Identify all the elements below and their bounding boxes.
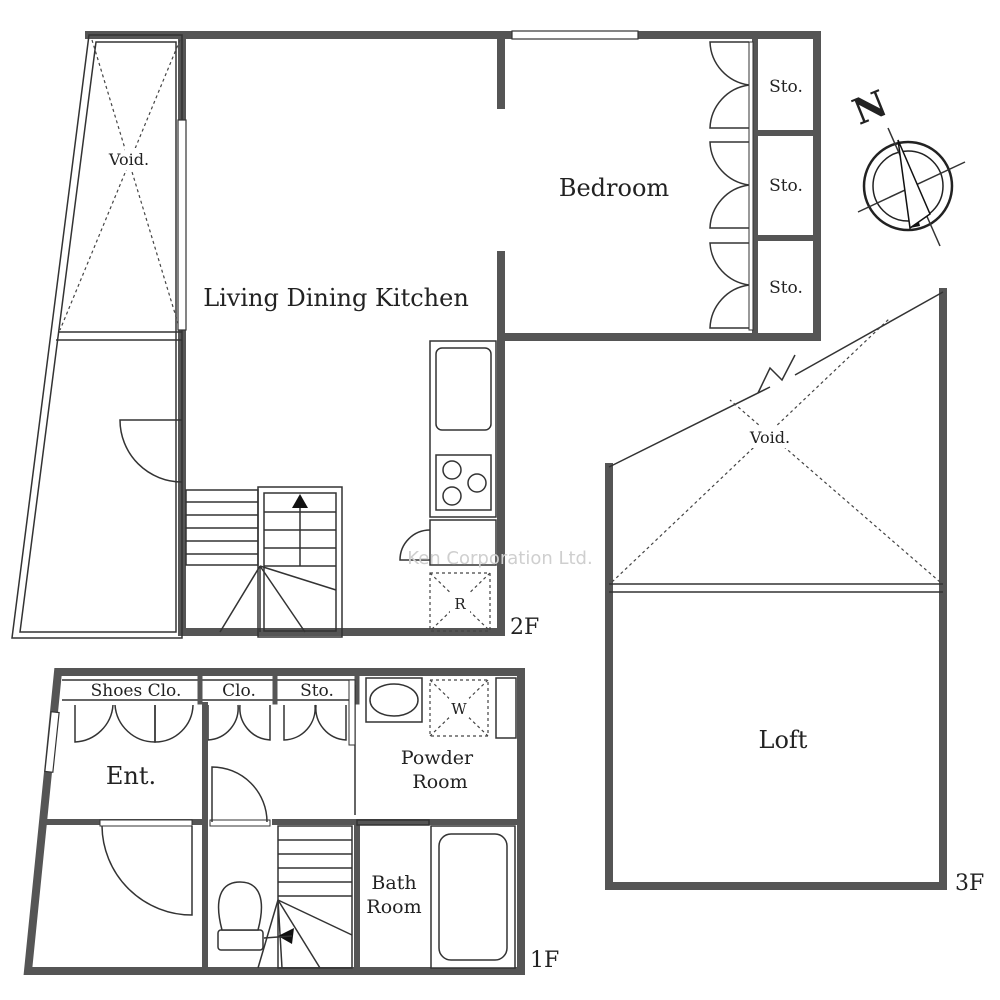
kitchen-counter: [429, 340, 497, 518]
staircase-2f: [185, 486, 343, 638]
door-balcony: [119, 419, 183, 483]
void-label-2f: Void.: [108, 150, 149, 169]
washer-space: [429, 679, 489, 737]
fridge-label: R: [454, 595, 466, 613]
toilet: [217, 881, 264, 951]
window-bedroom: [511, 30, 639, 40]
window-ldk: [177, 119, 187, 331]
storage-label-1: Sto.: [769, 77, 803, 97]
bath-room-label-1: Bath: [371, 872, 416, 894]
wall-3f: [605, 288, 947, 890]
ldk-label: Living Dining Kitchen: [203, 284, 469, 312]
storage-label-2: Sto.: [769, 176, 803, 196]
closet-label: Clo.: [222, 681, 256, 701]
storage-label-1f: Sto.: [300, 681, 334, 701]
wall-2f-bedroom-top: [178, 31, 821, 636]
void-label-3f: Void.: [749, 428, 790, 447]
powder-room-label-2: Room: [412, 771, 467, 793]
staircase-1f: [257, 825, 353, 969]
loft-label: Loft: [759, 726, 808, 754]
balcony-outline: [11, 34, 183, 639]
level-label-3f: 3F: [955, 871, 984, 896]
shoes-closet-label: Shoes Clo.: [91, 681, 182, 701]
door-toilet: [211, 766, 268, 823]
storage-block: [709, 32, 820, 340]
washer-label: W: [451, 700, 467, 718]
balcony-inner: [19, 41, 177, 633]
storage-label-3: Sto.: [769, 278, 803, 298]
void-3f-cross-2: [729, 399, 941, 583]
powder-room-label-1: Powder: [401, 747, 474, 769]
level-label-1f: 1F: [530, 948, 559, 973]
door-entrance: [101, 825, 193, 916]
bedroom-label: Bedroom: [559, 174, 670, 202]
north-label: N: [847, 82, 893, 133]
bath-room-label-2: Room: [366, 896, 421, 918]
floor-1f: Shoes Clo. Clo. Sto. Ent. W Powder: [23, 668, 559, 975]
void-3f-cross-1: [611, 317, 891, 583]
void-cross-2: [59, 39, 181, 331]
floor-2f: Void. Sto. Sto. Sto. Bedroom Living Dini…: [11, 30, 821, 640]
break-line: [757, 354, 796, 394]
level-label-2f: 2F: [510, 615, 539, 640]
fridge-space: [429, 572, 491, 632]
void-cross-1: [91, 39, 181, 331]
watermark: Ken Corporation Ltd.: [407, 548, 592, 569]
compass: N: [847, 82, 966, 247]
entrance-label: Ent.: [106, 762, 156, 790]
floor-3f: Void. Loft 3F: [605, 288, 984, 896]
